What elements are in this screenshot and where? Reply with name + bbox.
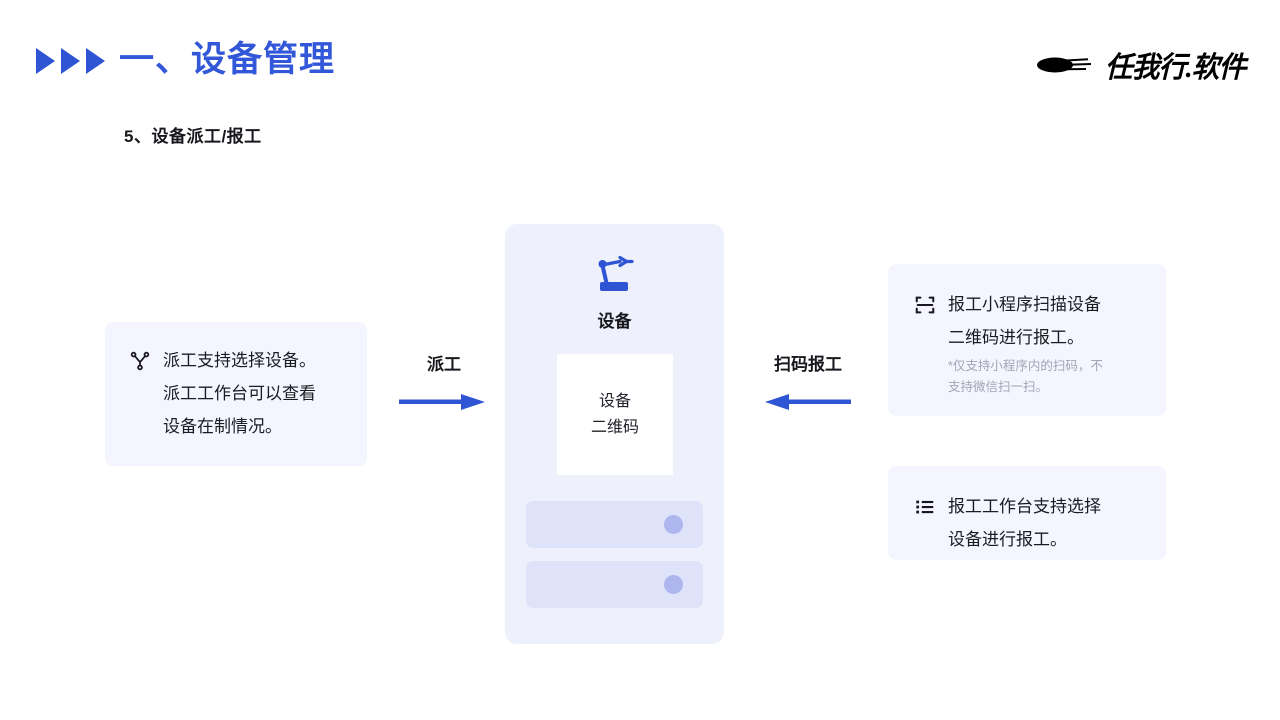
scan-frame-icon bbox=[914, 294, 936, 316]
device-qr-placeholder: 设备 二维码 bbox=[557, 354, 673, 475]
card-scan-row: 报工小程序扫描设备 二维码进行报工。 bbox=[914, 288, 1150, 354]
arrow-dispatch: 派工 bbox=[384, 350, 504, 412]
placeholder-row bbox=[526, 561, 703, 608]
card-workbench-report: 报工工作台支持选择 设备进行报工。 bbox=[888, 466, 1166, 560]
card-scan-report: 报工小程序扫描设备 二维码进行报工。 *仅支持小程序内的扫码，不 支持微信扫一扫… bbox=[888, 264, 1166, 416]
page-title: 一、设备管理 bbox=[36, 42, 335, 77]
qr-line-2: 二维码 bbox=[590, 419, 639, 436]
section-subtitle: 5、设备派工/报工 bbox=[124, 127, 262, 146]
card-workbench-row: 报工工作台支持选择 设备进行报工。 bbox=[914, 490, 1150, 556]
brand-logo: 任我行.软件 bbox=[1036, 44, 1248, 86]
card-dispatch-text: 派工支持选择设备。 派工工作台可以查看 设备在制情况。 bbox=[163, 351, 316, 436]
triangle-right-icon bbox=[61, 47, 80, 74]
device-panel-title: 设备 bbox=[597, 312, 632, 331]
list-icon bbox=[914, 496, 936, 518]
branch-icon bbox=[129, 350, 151, 372]
circle-dot-icon bbox=[664, 575, 683, 594]
arrow-left-icon bbox=[765, 394, 851, 410]
card-scan-note: *仅支持小程序内的扫码，不 支持微信扫一扫。 bbox=[948, 359, 1103, 394]
slide-header: 一、设备管理 5、设备派工/报工 任我行.软件 bbox=[0, 0, 1280, 146]
title-bullets bbox=[36, 47, 105, 74]
speed-swoosh-icon bbox=[1036, 57, 1091, 73]
arrow-scan: 扫码报工 bbox=[742, 350, 874, 412]
arrow-scan-label: 扫码报工 bbox=[774, 355, 842, 374]
circle-dot-icon bbox=[664, 515, 683, 534]
device-panel: 设备 设备 二维码 bbox=[505, 224, 724, 644]
robot-arm-icon bbox=[598, 256, 634, 291]
placeholder-row bbox=[526, 501, 703, 548]
card-scan-text: 报工小程序扫描设备 二维码进行报工。 bbox=[948, 295, 1101, 347]
qr-line-1: 设备 bbox=[598, 392, 631, 410]
card-dispatch: 派工支持选择设备。 派工工作台可以查看 设备在制情况。 bbox=[105, 322, 367, 466]
brand-logo-text: 任我行.软件 bbox=[1104, 52, 1246, 84]
arrow-right-icon bbox=[399, 394, 485, 410]
arrow-dispatch-label: 派工 bbox=[427, 355, 461, 374]
page-title-text: 一、设备管理 bbox=[119, 40, 336, 79]
triangle-right-icon bbox=[36, 47, 55, 74]
card-dispatch-row: 派工支持选择设备。 派工工作台可以查看 设备在制情况。 bbox=[129, 344, 347, 443]
device-icon-wrap bbox=[505, 256, 724, 294]
triangle-right-icon bbox=[86, 47, 105, 74]
card-workbench-text: 报工工作台支持选择 设备进行报工。 bbox=[948, 497, 1101, 549]
